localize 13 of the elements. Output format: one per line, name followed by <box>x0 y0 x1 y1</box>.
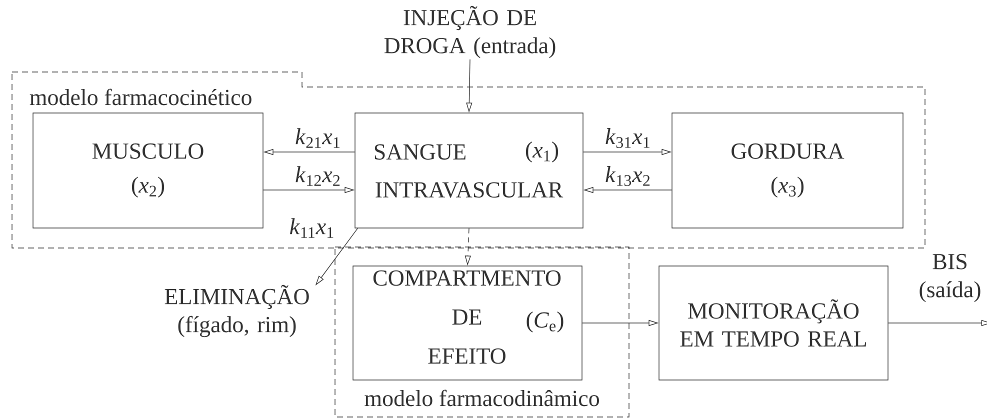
io-label: INJEÇÃO DE DROGA (entrada) <box>384 6 556 58</box>
edge-label: k$_{13}$x$_{2}$ <box>606 166 650 186</box>
edge-label: k$_{12}$x$_{2}$ <box>296 166 340 186</box>
process-box: MONITORAÇÃO EM TEMPO REAL <box>658 266 888 380</box>
edge-label: k$_{31}$x$_{1}$ <box>606 128 650 148</box>
process-box: SANGUE (x$_{1}$) INTRAVASCULAR <box>354 112 584 228</box>
edge-label: k$_{11}$x$_{1}$ <box>290 218 334 238</box>
process-box: MUSCULO (x$_{2}$) <box>32 112 264 228</box>
process-box: COMPARTMENTO DE EFEITO (C$_{e}$) <box>352 266 582 380</box>
io-label: ELIMINAÇÃO (fígado, rim) <box>164 284 309 338</box>
process-box: GORDURA (x$_{3}$) <box>672 112 904 228</box>
edge-label: k$_{21}$x$_{1}$ <box>296 128 340 148</box>
io-label: BIS (saída) <box>920 254 980 302</box>
